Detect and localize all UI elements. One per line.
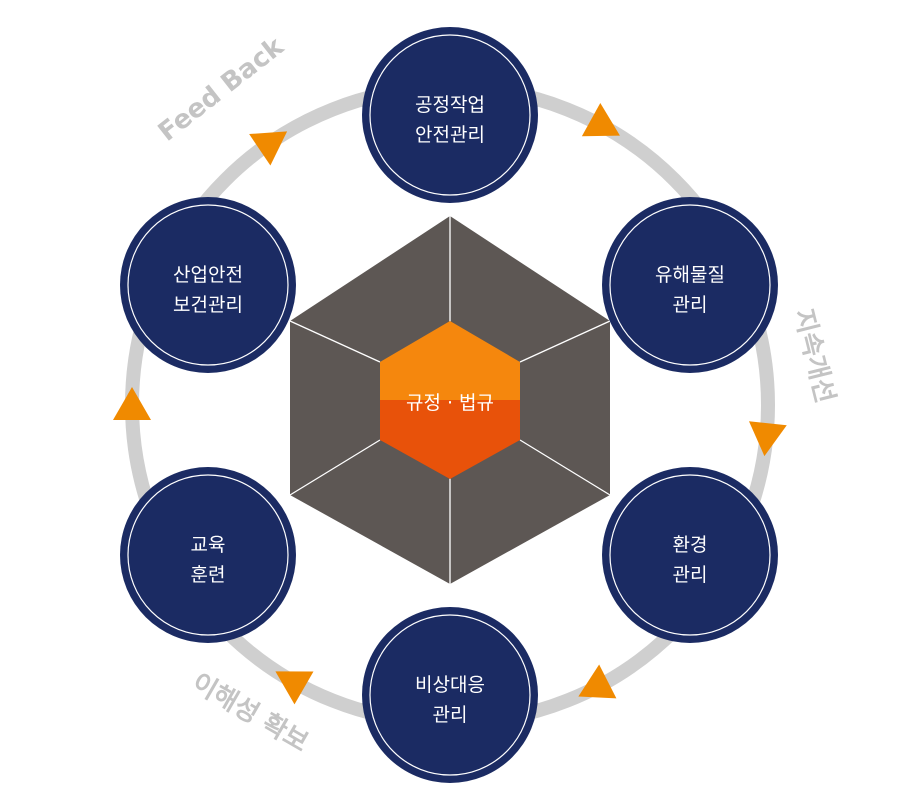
node-inner-ring [127, 474, 289, 636]
node-inner-ring [609, 474, 771, 636]
triangle-arrow-icon [748, 421, 787, 457]
node-circle [362, 27, 538, 203]
node-circle [120, 467, 296, 643]
node-inner-ring [369, 614, 531, 776]
cube-top-face [380, 321, 520, 400]
regulation-cube [380, 321, 520, 479]
regulation-label: 규정 · 법규 [406, 392, 494, 414]
node-circle [602, 467, 778, 643]
node-label-line1: 공정작업 [415, 94, 485, 116]
triangle-arrow-icon [113, 387, 151, 420]
node-label-line1: 교육 [191, 534, 226, 556]
node-circle [362, 607, 538, 783]
node-label-line2: 보건관리 [173, 294, 243, 316]
regulation-hexagon: 규정 · 법규 [289, 216, 611, 584]
cube-bottom-face [380, 400, 520, 479]
node-label-line2: 관리 [673, 564, 708, 586]
node-label-line1: 비상대응 [415, 674, 485, 696]
triangle-arrow-icon [578, 664, 617, 699]
node-label-line2: 훈련 [191, 564, 226, 586]
node-label-line1: 환경 [673, 534, 708, 556]
node-circle [120, 197, 296, 373]
direction-arrows [113, 103, 787, 705]
node-inner-ring [127, 204, 289, 366]
triangle-arrow-icon [581, 103, 620, 137]
node-label-line2: 관리 [673, 294, 708, 316]
node-label-line2: 안전관리 [415, 124, 485, 146]
node-label-line1: 유해물질 [655, 264, 725, 286]
continuous-improvement-label: 지속개선 [788, 306, 840, 406]
triangle-arrow-icon [275, 671, 314, 705]
node-label-line1: 산업안전 [173, 264, 243, 286]
node-label-line2: 관리 [433, 704, 468, 726]
cube-lower-left-face [380, 400, 450, 479]
node-inner-ring [369, 34, 531, 196]
triangle-arrow-icon [249, 131, 288, 166]
feedback-label: Feed Back [153, 31, 290, 147]
node-circle [602, 197, 778, 373]
node-inner-ring [609, 204, 771, 366]
